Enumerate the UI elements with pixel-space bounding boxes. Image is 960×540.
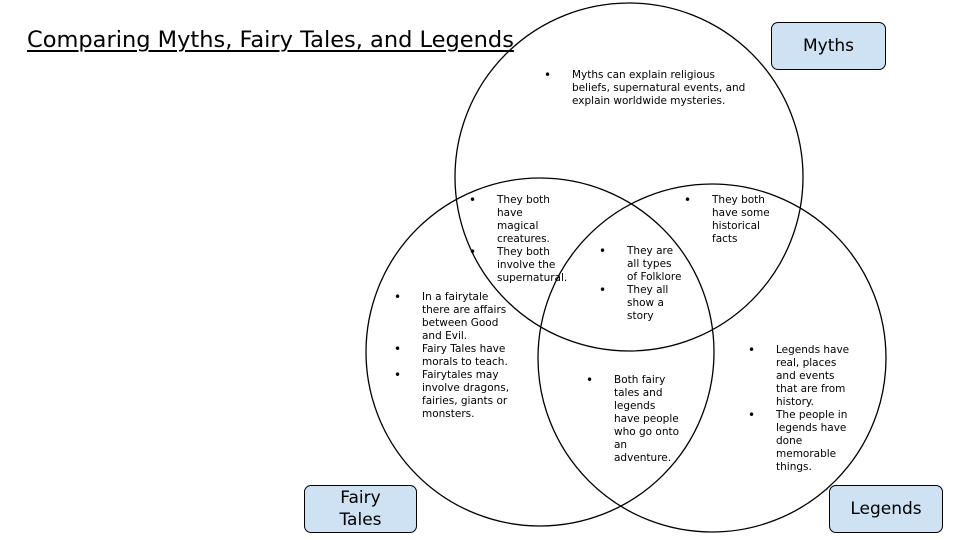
myths-circle [454, 2, 804, 352]
page-title: Comparing Myths, Fairy Tales, and Legend… [27, 27, 514, 53]
list-item: They both have magical creatures. [469, 194, 567, 246]
legends-only-notes: Legends have real, places and events tha… [748, 344, 858, 474]
myths-only-notes: Myths can explain religious beliefs, sup… [544, 69, 752, 108]
list-item: They both involve the supernatural. [469, 246, 567, 285]
list-item: They all show a story [599, 284, 683, 323]
list-item: In a fairytale there are affairs between… [394, 291, 510, 343]
legends-circle [537, 183, 887, 533]
list-item: Fairy Tales have morals to teach. [394, 343, 510, 369]
fairy-tales-label: Fairy Tales [304, 485, 417, 533]
all-three-notes: They are all types of Folklore They all … [599, 245, 683, 323]
legends-label-text: Legends [850, 499, 922, 519]
list-item: They both have some historical facts [684, 194, 774, 246]
myths-label-text: Myths [802, 36, 855, 56]
list-item: Legends have real, places and events tha… [748, 344, 858, 409]
fairy-only-notes: In a fairytale there are affairs between… [394, 291, 510, 421]
myths-label: Myths [771, 22, 886, 70]
list-item: Both fairy tales and legends have people… [586, 374, 684, 465]
fairy-tales-label-text: Fairy Tales [339, 488, 382, 530]
list-item: They are all types of Folklore [599, 245, 683, 284]
myths-legends-notes: They both have some historical facts [684, 194, 774, 246]
list-item: Fairytales may involve dragons, fairies,… [394, 369, 510, 421]
fairy-legends-notes: Both fairy tales and legends have people… [586, 374, 684, 465]
list-item: The people in legends have done memorabl… [748, 409, 858, 474]
legends-label: Legends [829, 485, 943, 533]
fairy-tales-circle [365, 177, 715, 527]
myths-fairy-notes: They both have magical creatures. They b… [469, 194, 567, 285]
list-item: Myths can explain religious beliefs, sup… [544, 69, 752, 108]
